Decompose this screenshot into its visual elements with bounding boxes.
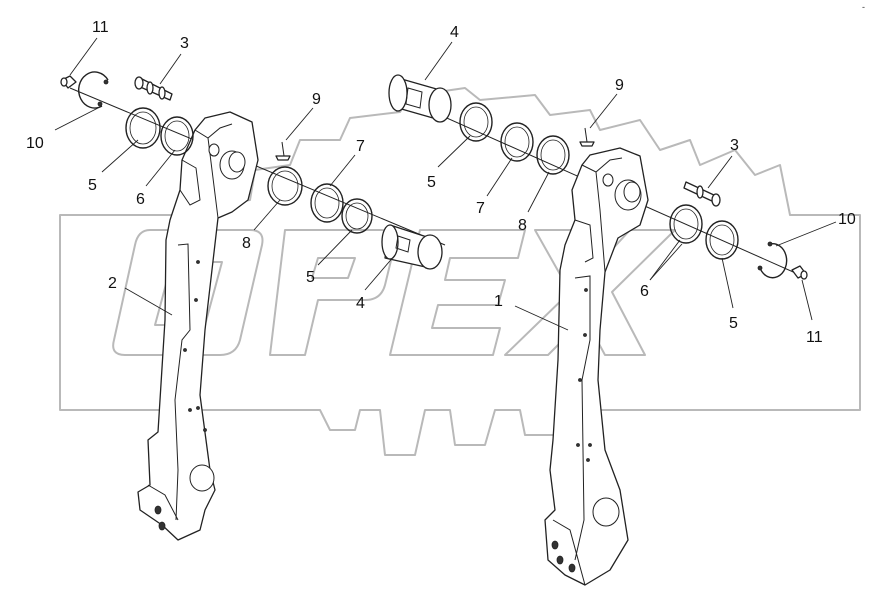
callout-7-left: 7 [356, 138, 365, 155]
corner-mark: - [862, 2, 865, 12]
callout-11-left: 11 [92, 19, 109, 36]
washer-part-5-left-inner [341, 198, 373, 234]
washer-part-6-left [160, 116, 194, 156]
callout-5-right-inner: 5 [427, 174, 436, 191]
callout-9-left: 9 [312, 91, 321, 108]
callout-3-left: 3 [180, 35, 189, 52]
left-assembly [60, 71, 446, 541]
snap-ring-part-10 [78, 71, 109, 109]
grease-nipple-part-9-right [579, 127, 595, 147]
washer-part-7-left [310, 183, 344, 223]
callout-5-left: 5 [88, 177, 97, 194]
grease-nipple-part-9-left [275, 141, 291, 161]
callout-5-right: 5 [729, 315, 738, 332]
right-assembly [388, 74, 808, 586]
arm-part-2 [137, 111, 259, 541]
callout-4-right: 4 [450, 24, 459, 41]
washer-part-5-right-inner [459, 102, 493, 142]
callout-6-left: 6 [136, 191, 145, 208]
leader-lines [54, 37, 837, 331]
callout-7-right: 7 [476, 200, 485, 217]
callout-6-right: 6 [640, 283, 649, 300]
arm-part-1 [544, 147, 649, 586]
bushing-part-4-left [381, 224, 443, 270]
callout-10-right: 10 [838, 211, 856, 228]
washer-part-5-left [125, 107, 161, 149]
callout-labels: 11 3 9 10 5 6 8 7 5 4 2 4 9 5 7 8 3 10 6… [26, 19, 856, 346]
pin-part-3 [134, 76, 173, 101]
washer-part-8-left [267, 166, 303, 206]
callout-2: 2 [108, 275, 117, 292]
callout-4-left: 4 [356, 295, 365, 312]
callout-8-right: 8 [518, 217, 527, 234]
callout-3-right: 3 [730, 137, 739, 154]
callout-1: 1 [494, 293, 503, 310]
callout-9-right: 9 [615, 77, 624, 94]
washer-part-6-right [669, 204, 703, 244]
grease-fitting-part-11-right [791, 265, 808, 280]
grease-fitting-part-11 [60, 75, 77, 89]
pin-part-3-right [683, 181, 721, 207]
callout-11-right: 11 [806, 329, 823, 346]
bushing-part-4-right [388, 74, 452, 123]
washer-part-8-right [536, 135, 570, 175]
callout-10-left: 10 [26, 135, 44, 152]
callout-8-left: 8 [242, 235, 251, 252]
callout-5-left-inner: 5 [306, 269, 315, 286]
left-axis-line [69, 87, 446, 246]
washer-part-7-right [500, 122, 534, 162]
snap-ring-part-10-right [757, 241, 788, 279]
